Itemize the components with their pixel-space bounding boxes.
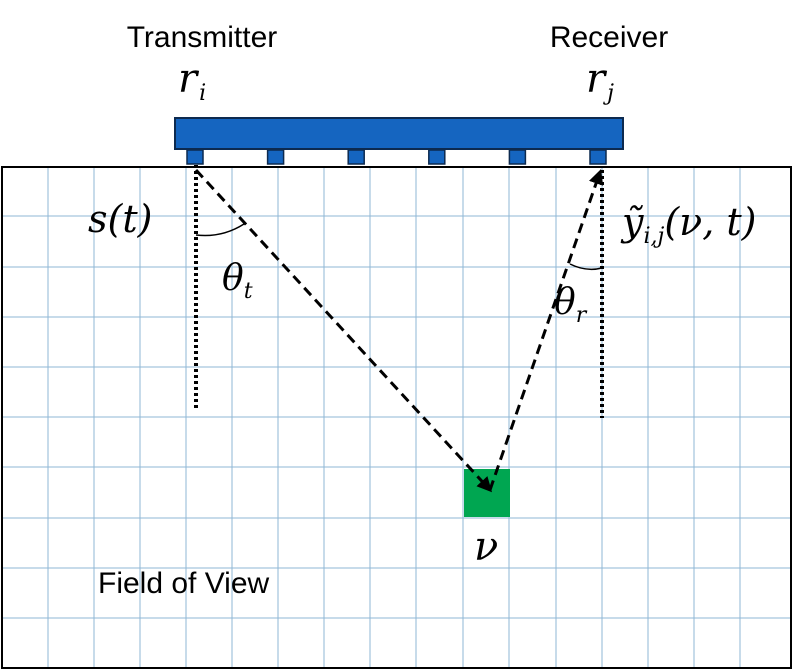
receiver-label: Receiver: [550, 21, 668, 54]
theta-t-label: θt: [222, 258, 253, 304]
receive-path-arrow: [488, 169, 604, 491]
array-element: [589, 149, 607, 165]
transmit-path-arrow: [194, 168, 493, 493]
array-element: [186, 149, 204, 165]
array-bar: [174, 117, 624, 150]
y-tilde-label: ỹi,j(ν, t): [620, 200, 757, 249]
array-element: [428, 149, 446, 165]
array-element: [266, 149, 285, 165]
array-element: [508, 149, 527, 165]
theta-r-arc: [569, 263, 603, 271]
field-of-view-border: [1, 166, 792, 669]
theta-r-label: θr: [554, 282, 588, 328]
antenna-array: [174, 117, 624, 165]
nu-label: ν: [474, 524, 498, 570]
theta-t-arc: [195, 223, 245, 237]
transmitter-label: Transmitter: [127, 21, 278, 54]
target-voxel: [464, 469, 510, 517]
r-i-label: ri: [178, 56, 206, 106]
field-of-view-label: Field of View: [98, 567, 270, 600]
array-element: [347, 149, 365, 165]
s-t-label: s(t): [88, 197, 152, 241]
r-j-label: rj: [586, 56, 614, 106]
